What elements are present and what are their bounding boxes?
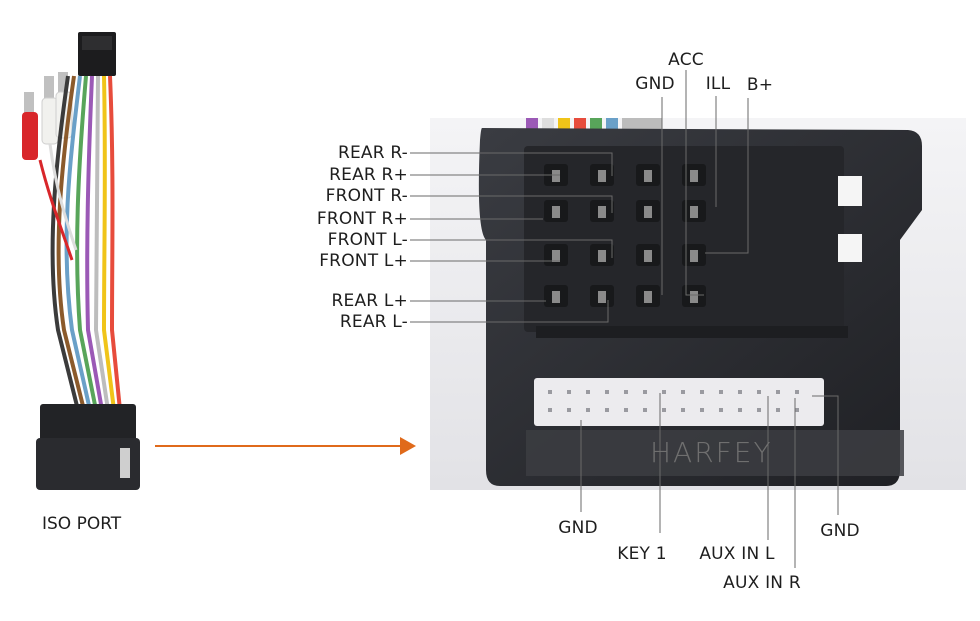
label-aux-in-l: AUX IN L [699, 544, 775, 564]
label-bottom-gnd-left: GND [558, 518, 598, 538]
small-pin [643, 408, 647, 412]
pin-contact [598, 170, 606, 182]
pin-contact [598, 206, 606, 218]
small-pin [776, 390, 780, 394]
leader-lines [410, 70, 839, 568]
small-pin [662, 390, 666, 394]
iso-harness-illustration [22, 32, 140, 490]
label-b-plus: B+ [746, 75, 774, 95]
label-aux-in-r: AUX IN R [723, 573, 801, 593]
direction-arrow [155, 437, 416, 455]
label-key-1: KEY 1 [617, 544, 667, 564]
label-front-r-minus: FRONT R- [325, 186, 408, 206]
pin-contact [598, 291, 606, 303]
pin-contact [552, 206, 560, 218]
small-pin-grid [548, 390, 799, 412]
label-front-l-plus: FRONT L+ [319, 251, 408, 271]
pin-contact [690, 291, 698, 303]
label-rear-r-plus: REAR R+ [329, 165, 408, 185]
label-front-r-plus: FRONT R+ [316, 209, 408, 229]
label-top-gnd: GND [635, 74, 675, 94]
small-pin [757, 408, 761, 412]
label-rear-l-minus: REAR L- [339, 312, 408, 332]
pin-contact [690, 170, 698, 182]
small-pin [586, 390, 590, 394]
small-pin [719, 408, 723, 412]
small-pin [586, 408, 590, 412]
pin-contact [690, 206, 698, 218]
label-ill: ILL [705, 74, 731, 94]
small-pin [605, 408, 609, 412]
small-pin [700, 408, 704, 412]
brand-watermark: HARFEY [650, 436, 773, 469]
label-rear-l-plus: REAR L+ [331, 291, 408, 311]
small-pin [681, 390, 685, 394]
small-pin [681, 408, 685, 412]
pin-grid [544, 164, 706, 307]
small-pin [757, 390, 761, 394]
small-pin [738, 390, 742, 394]
small-pin [700, 390, 704, 394]
pin-contact [552, 291, 560, 303]
small-pin [624, 390, 628, 394]
small-pin [795, 408, 799, 412]
pin-contact [644, 250, 652, 262]
small-pin [567, 408, 571, 412]
small-pin [662, 408, 666, 412]
pin-contact [598, 250, 606, 262]
pin-contact [552, 170, 560, 182]
small-pin [624, 408, 628, 412]
small-pin [548, 390, 552, 394]
small-pin [643, 390, 647, 394]
pin-contact [644, 291, 652, 303]
small-pin [548, 408, 552, 412]
pin-contact [644, 170, 652, 182]
small-pin [776, 408, 780, 412]
small-pin [719, 390, 723, 394]
label-bottom-gnd-right: GND [820, 521, 860, 541]
small-pin [795, 390, 799, 394]
small-pin [738, 408, 742, 412]
pin-contact [644, 206, 652, 218]
small-pin [605, 390, 609, 394]
label-acc: ACC [668, 50, 704, 70]
small-pin [567, 390, 571, 394]
pin-contact [690, 250, 698, 262]
label-rear-r-minus: REAR R- [337, 143, 408, 163]
label-front-l-minus: FRONT L- [327, 230, 408, 250]
iso-port-caption: ISO PORT [42, 514, 122, 534]
pin-contact [552, 250, 560, 262]
